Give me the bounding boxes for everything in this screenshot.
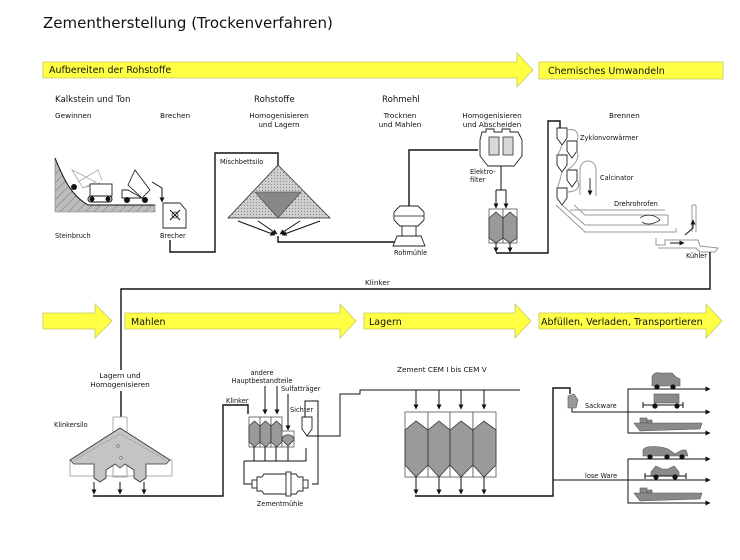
label-zementmuehle: Zementmühle <box>257 500 304 508</box>
label-elektrofilter-2: filter <box>470 176 486 184</box>
label-zyklonvorwaermer: Zyklonvorwärmer <box>580 134 638 142</box>
label-andere-1: andere <box>250 369 273 377</box>
dump-truck-icon <box>121 169 151 203</box>
label-brecher: Brecher <box>160 232 186 240</box>
flow-line-klinkersilo-zementmuehle <box>93 404 249 497</box>
sub-rohstoffe-1: Homogenisieren <box>249 111 309 120</box>
phase-band-start-arrow <box>42 303 113 339</box>
heading-kalkstein: Kalkstein und Ton <box>55 95 130 105</box>
sub-homogen-2: und Abscheiden <box>463 120 522 129</box>
ship-icon <box>633 487 703 502</box>
rail-wagon-icon <box>642 393 684 409</box>
kuehler: Kühler <box>655 204 719 260</box>
phase-label-lagern: Lagern <box>369 317 402 328</box>
zyklonvorwaermer: Zyklonvorwärmer <box>556 127 638 206</box>
sub-homogen-1: Homogenisieren <box>462 111 522 120</box>
label-elektrofilter-1: Elektro- <box>470 168 496 176</box>
cement-silos <box>404 390 497 495</box>
heading-zement: Zement CEM I bis CEM V <box>397 365 487 374</box>
silo-wagon-icon <box>644 465 687 480</box>
rock-icon <box>71 184 77 190</box>
dispatch-section: Sackware lose Ware <box>553 372 711 506</box>
flow-line-mischbett-rohmuehle <box>277 236 398 243</box>
label-klinker-input: Klinker <box>226 397 249 405</box>
phase-label-aufbereiten: Aufbereiten der Rohstoffe <box>49 65 171 76</box>
sub-klinker-lager-1: Lagern und <box>99 371 140 380</box>
elektrofilter: Elektro- filter <box>470 128 523 184</box>
label-rohmuehle: Rohmühle <box>394 249 427 257</box>
phase-label-mahlen: Mahlen <box>131 317 166 328</box>
rohmuehle: Rohmühle <box>392 205 427 257</box>
label-sichter: Sichter <box>290 406 313 414</box>
label-klinker-flow: Klinker <box>365 278 390 287</box>
flow-line-silos-preheater <box>496 120 561 254</box>
flow-line-klinker <box>120 252 711 370</box>
label-lose-ware: lose Ware <box>585 472 617 480</box>
crusher-brecher: Brecher <box>151 181 187 240</box>
flow-line-rohmuehle-filter <box>408 149 478 206</box>
phase-band-umwandeln: Chemisches Umwandeln <box>538 61 724 80</box>
heading-rohmehl: Rohmehl <box>382 95 420 105</box>
drehrohrofen: Drehrohrofen <box>555 200 677 233</box>
label-kuehler: Kühler <box>686 252 707 260</box>
heading-brennen: Brennen <box>609 111 640 120</box>
label-calcinator: Calcinator <box>600 174 634 182</box>
phase-label-umwandeln: Chemisches Umwandeln <box>548 66 665 77</box>
kiln-system: Zyklonvorwärmer Calcinator Drehrohrofen … <box>555 127 719 260</box>
zementmuehle: Zementmühle <box>251 471 309 508</box>
label-steinbruch: Steinbruch <box>55 232 91 240</box>
cement-mill-section: andere Hauptbestandteile Sulfatträger Kl… <box>226 369 520 508</box>
label-mischbettsilo: Mischbettsilo <box>220 158 263 166</box>
sub-rohmehl-2: und Mahlen <box>379 120 422 129</box>
page-title: Zementherstellung (Trockenverfahren) <box>43 14 333 32</box>
label-andere-2: Hauptbestandteile <box>232 377 293 385</box>
bag-icon <box>567 393 579 409</box>
excavator-icon <box>70 169 113 203</box>
mischbettsilo: Mischbettsilo <box>220 158 331 236</box>
phase-band-abfuellen: Abfüllen, Verladen, Transportieren <box>538 302 723 340</box>
quarry-illustration: Steinbruch <box>54 157 156 240</box>
phase-label-abfuellen: Abfüllen, Verladen, Transportieren <box>541 317 703 328</box>
sub-rohmehl-1: Trocknen <box>383 111 417 120</box>
sub-rohstoffe-2: und Lagern <box>258 120 299 129</box>
step-gewinnen: Gewinnen <box>55 111 92 120</box>
klinkersilo: Klinkersilo <box>54 416 173 495</box>
label-klinkersilo: Klinkersilo <box>54 421 88 429</box>
label-sulfattraeger: Sulfatträger <box>281 385 321 393</box>
ship-icon <box>633 417 703 432</box>
flow-line-filter-silos <box>495 166 507 207</box>
sub-klinker-lager-2: Homogenisieren <box>90 380 150 389</box>
flow-line-silos-dispatch <box>415 387 571 497</box>
label-sackware: Sackware <box>585 402 617 410</box>
phase-band-aufbereiten: Aufbereiten der Rohstoffe <box>42 51 534 89</box>
truck-icon <box>651 372 681 390</box>
homogenising-silos <box>488 208 518 253</box>
step-brechen: Brechen <box>160 111 190 120</box>
phase-band-lagern: Lagern <box>363 302 532 340</box>
silo-truck-icon <box>642 446 689 460</box>
label-drehrohrofen: Drehrohrofen <box>614 200 658 208</box>
phase-band-mahlen: Mahlen <box>124 302 357 340</box>
flow-line-brecher-mischbett <box>169 152 279 253</box>
heading-rohstoffe: Rohstoffe <box>254 95 295 105</box>
calcinator: Calcinator <box>579 160 634 196</box>
